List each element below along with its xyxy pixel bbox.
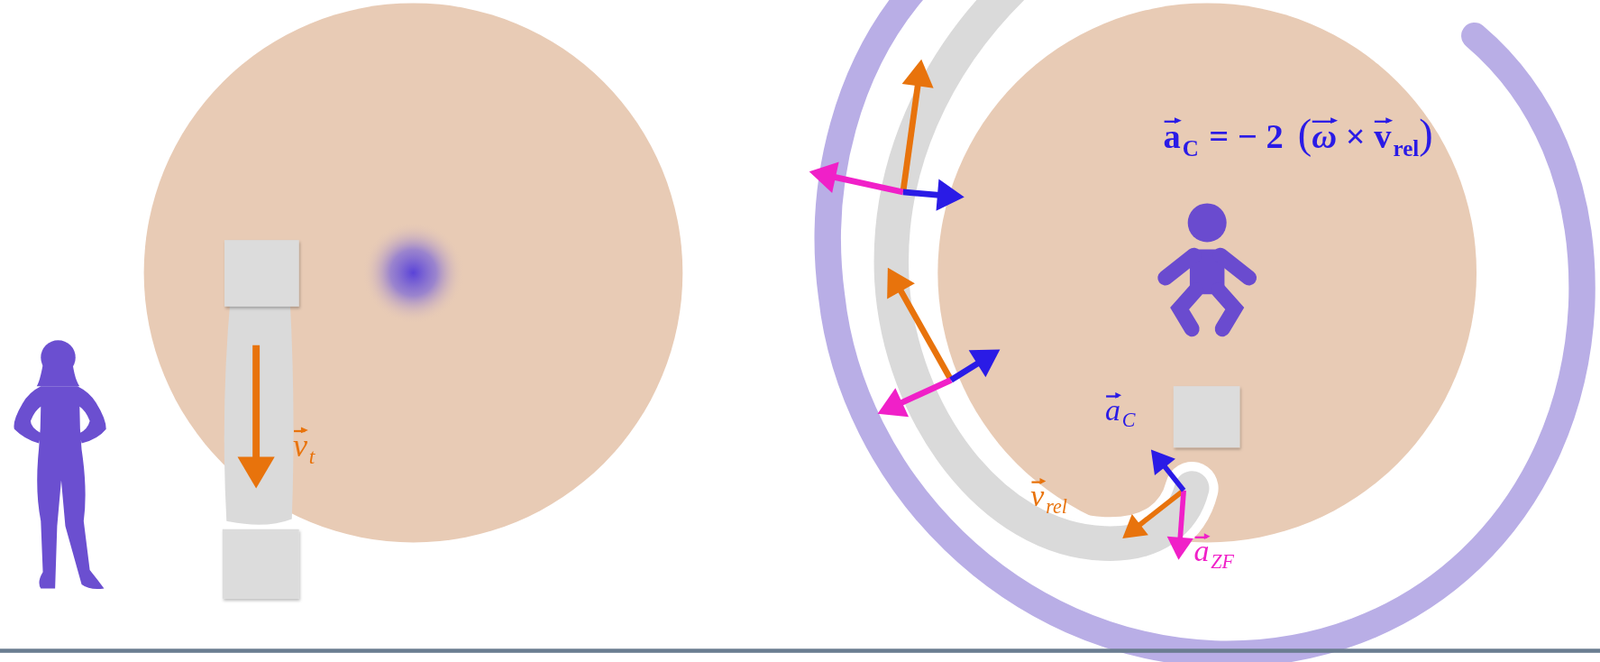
vector-head [237, 457, 275, 489]
subscript-label: rel [1045, 495, 1068, 516]
block-end [222, 529, 300, 599]
trail [891, 0, 1192, 544]
rotating-observer [1165, 202, 1250, 329]
vector-shaft [903, 83, 919, 192]
vector-arrows [237, 59, 1194, 560]
trail-border [891, 0, 1192, 544]
vector-head [1151, 448, 1176, 476]
vector-shaft [950, 362, 979, 380]
symbol-label: a [1105, 393, 1121, 425]
vector-shaft [900, 379, 951, 403]
vector-head [877, 387, 910, 417]
vector-head [886, 267, 915, 300]
symbol-label: = − 2 [1208, 119, 1283, 156]
vector-head [969, 348, 1001, 377]
symbol-label: a [1163, 119, 1181, 156]
symbol-label: v [292, 429, 308, 462]
vector-shaft [1163, 465, 1184, 491]
rotating-disc [937, 2, 1477, 542]
footer-rule [0, 648, 1600, 653]
symbol-label: v [1030, 479, 1044, 511]
trail [224, 295, 294, 524]
block-start [224, 239, 300, 307]
subscript-label: rel [1393, 137, 1420, 161]
velocity-label: vt [292, 429, 315, 468]
coriolis-label: aC [1105, 393, 1135, 430]
symbol-label: ω [1311, 119, 1337, 156]
subscript-label: C [1122, 410, 1136, 430]
vector-head [1122, 513, 1149, 539]
subscript-label: t [309, 446, 316, 468]
rotating-disc [144, 2, 684, 542]
symbol-label: × [1345, 119, 1366, 156]
vector-shaft [903, 192, 940, 195]
coriolis-formula: aC = − 2 (ω×vrel) [1163, 114, 1434, 161]
subscript-label: C [1182, 137, 1199, 161]
symbol-label: ( [1298, 114, 1312, 156]
centrifugal-label: aZF [1193, 535, 1235, 572]
vector-head [809, 161, 840, 193]
symbol-label: ) [1418, 114, 1433, 156]
vector-head [902, 59, 934, 89]
observer-figure [13, 339, 106, 589]
rotation-axis [362, 221, 465, 324]
block [1173, 385, 1241, 448]
relative-velocity-label: vrel [1030, 479, 1068, 516]
vector-shaft [1179, 490, 1184, 540]
symbol-label: v [1373, 119, 1391, 156]
vector-shaft [899, 289, 951, 381]
vector-shaft [1138, 490, 1184, 526]
observed-path [827, 0, 1582, 654]
vector-head [1167, 536, 1194, 560]
vector-head [936, 179, 965, 211]
symbol-label: a [1193, 535, 1209, 567]
subscript-label: ZF [1210, 550, 1235, 571]
vector-shaft [252, 345, 260, 459]
vector-shaft [833, 176, 904, 192]
